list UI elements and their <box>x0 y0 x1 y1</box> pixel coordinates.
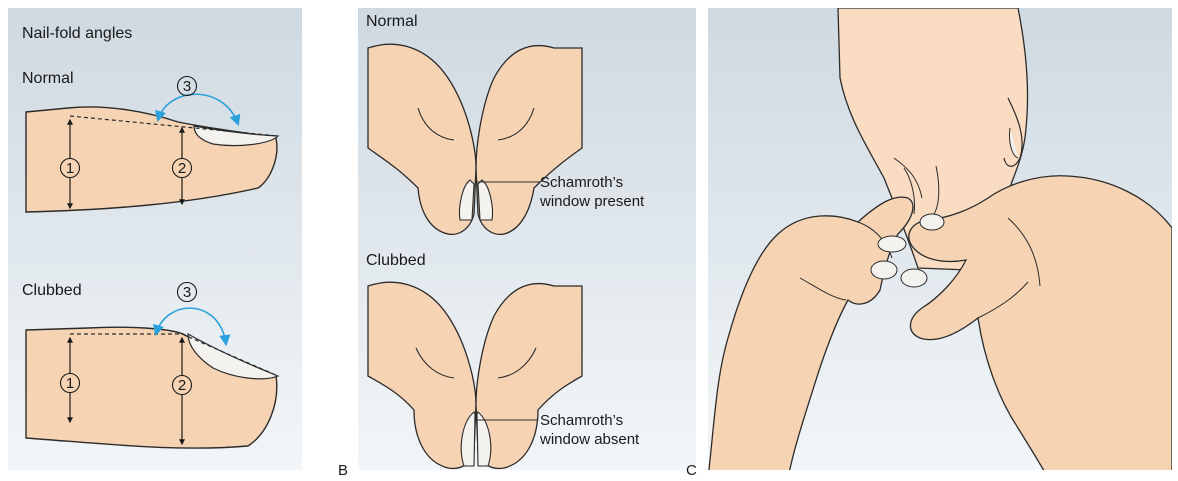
normal-finger: 1 2 3 <box>26 77 278 213</box>
normal-marker-2-text: 2 <box>178 160 186 177</box>
window-absent-line2: window absent <box>540 430 639 449</box>
window-present-line2: window present <box>540 192 644 211</box>
window-present-line1: Schamroth’s <box>540 173 644 192</box>
normal-marker-1-text: 1 <box>66 160 74 177</box>
hands-drawing <box>708 8 1172 470</box>
contact-nail-1 <box>878 236 906 252</box>
clubbed-finger: 1 2 3 <box>26 283 278 449</box>
examiner-right-hand <box>909 176 1172 470</box>
panel-a-nail-fold-angles: Nail-fold angles Normal Clubbed 1 2 3 <box>8 8 302 470</box>
normal-finger-outline <box>26 107 277 212</box>
clubbed-marker-2-text: 2 <box>178 377 186 394</box>
panel-c-hands-illustration <box>708 8 1172 470</box>
schamroth-drawing <box>358 8 696 470</box>
clubbed-marker-3-text: 3 <box>183 284 191 301</box>
contact-nail-3 <box>901 269 927 287</box>
window-absent-callout: Schamroth’s window absent <box>540 411 639 449</box>
clubbed-left-finger <box>368 282 476 468</box>
clubbed-marker-1-text: 1 <box>66 375 74 392</box>
contact-nail-2 <box>871 261 897 279</box>
window-present-callout: Schamroth’s window present <box>540 173 644 211</box>
panel-b-letter: B <box>338 462 348 479</box>
panel-c-letter: C <box>686 462 697 479</box>
contact-nail-4 <box>920 214 944 230</box>
normal-marker-3-text: 3 <box>183 78 191 95</box>
window-absent-line1: Schamroth’s <box>540 411 639 430</box>
panel-b-schamroth-test: Normal Clubbed Schamroth’s window presen… <box>358 8 696 470</box>
finger-profiles-drawing: 1 2 3 1 2 3 <box>8 8 302 470</box>
